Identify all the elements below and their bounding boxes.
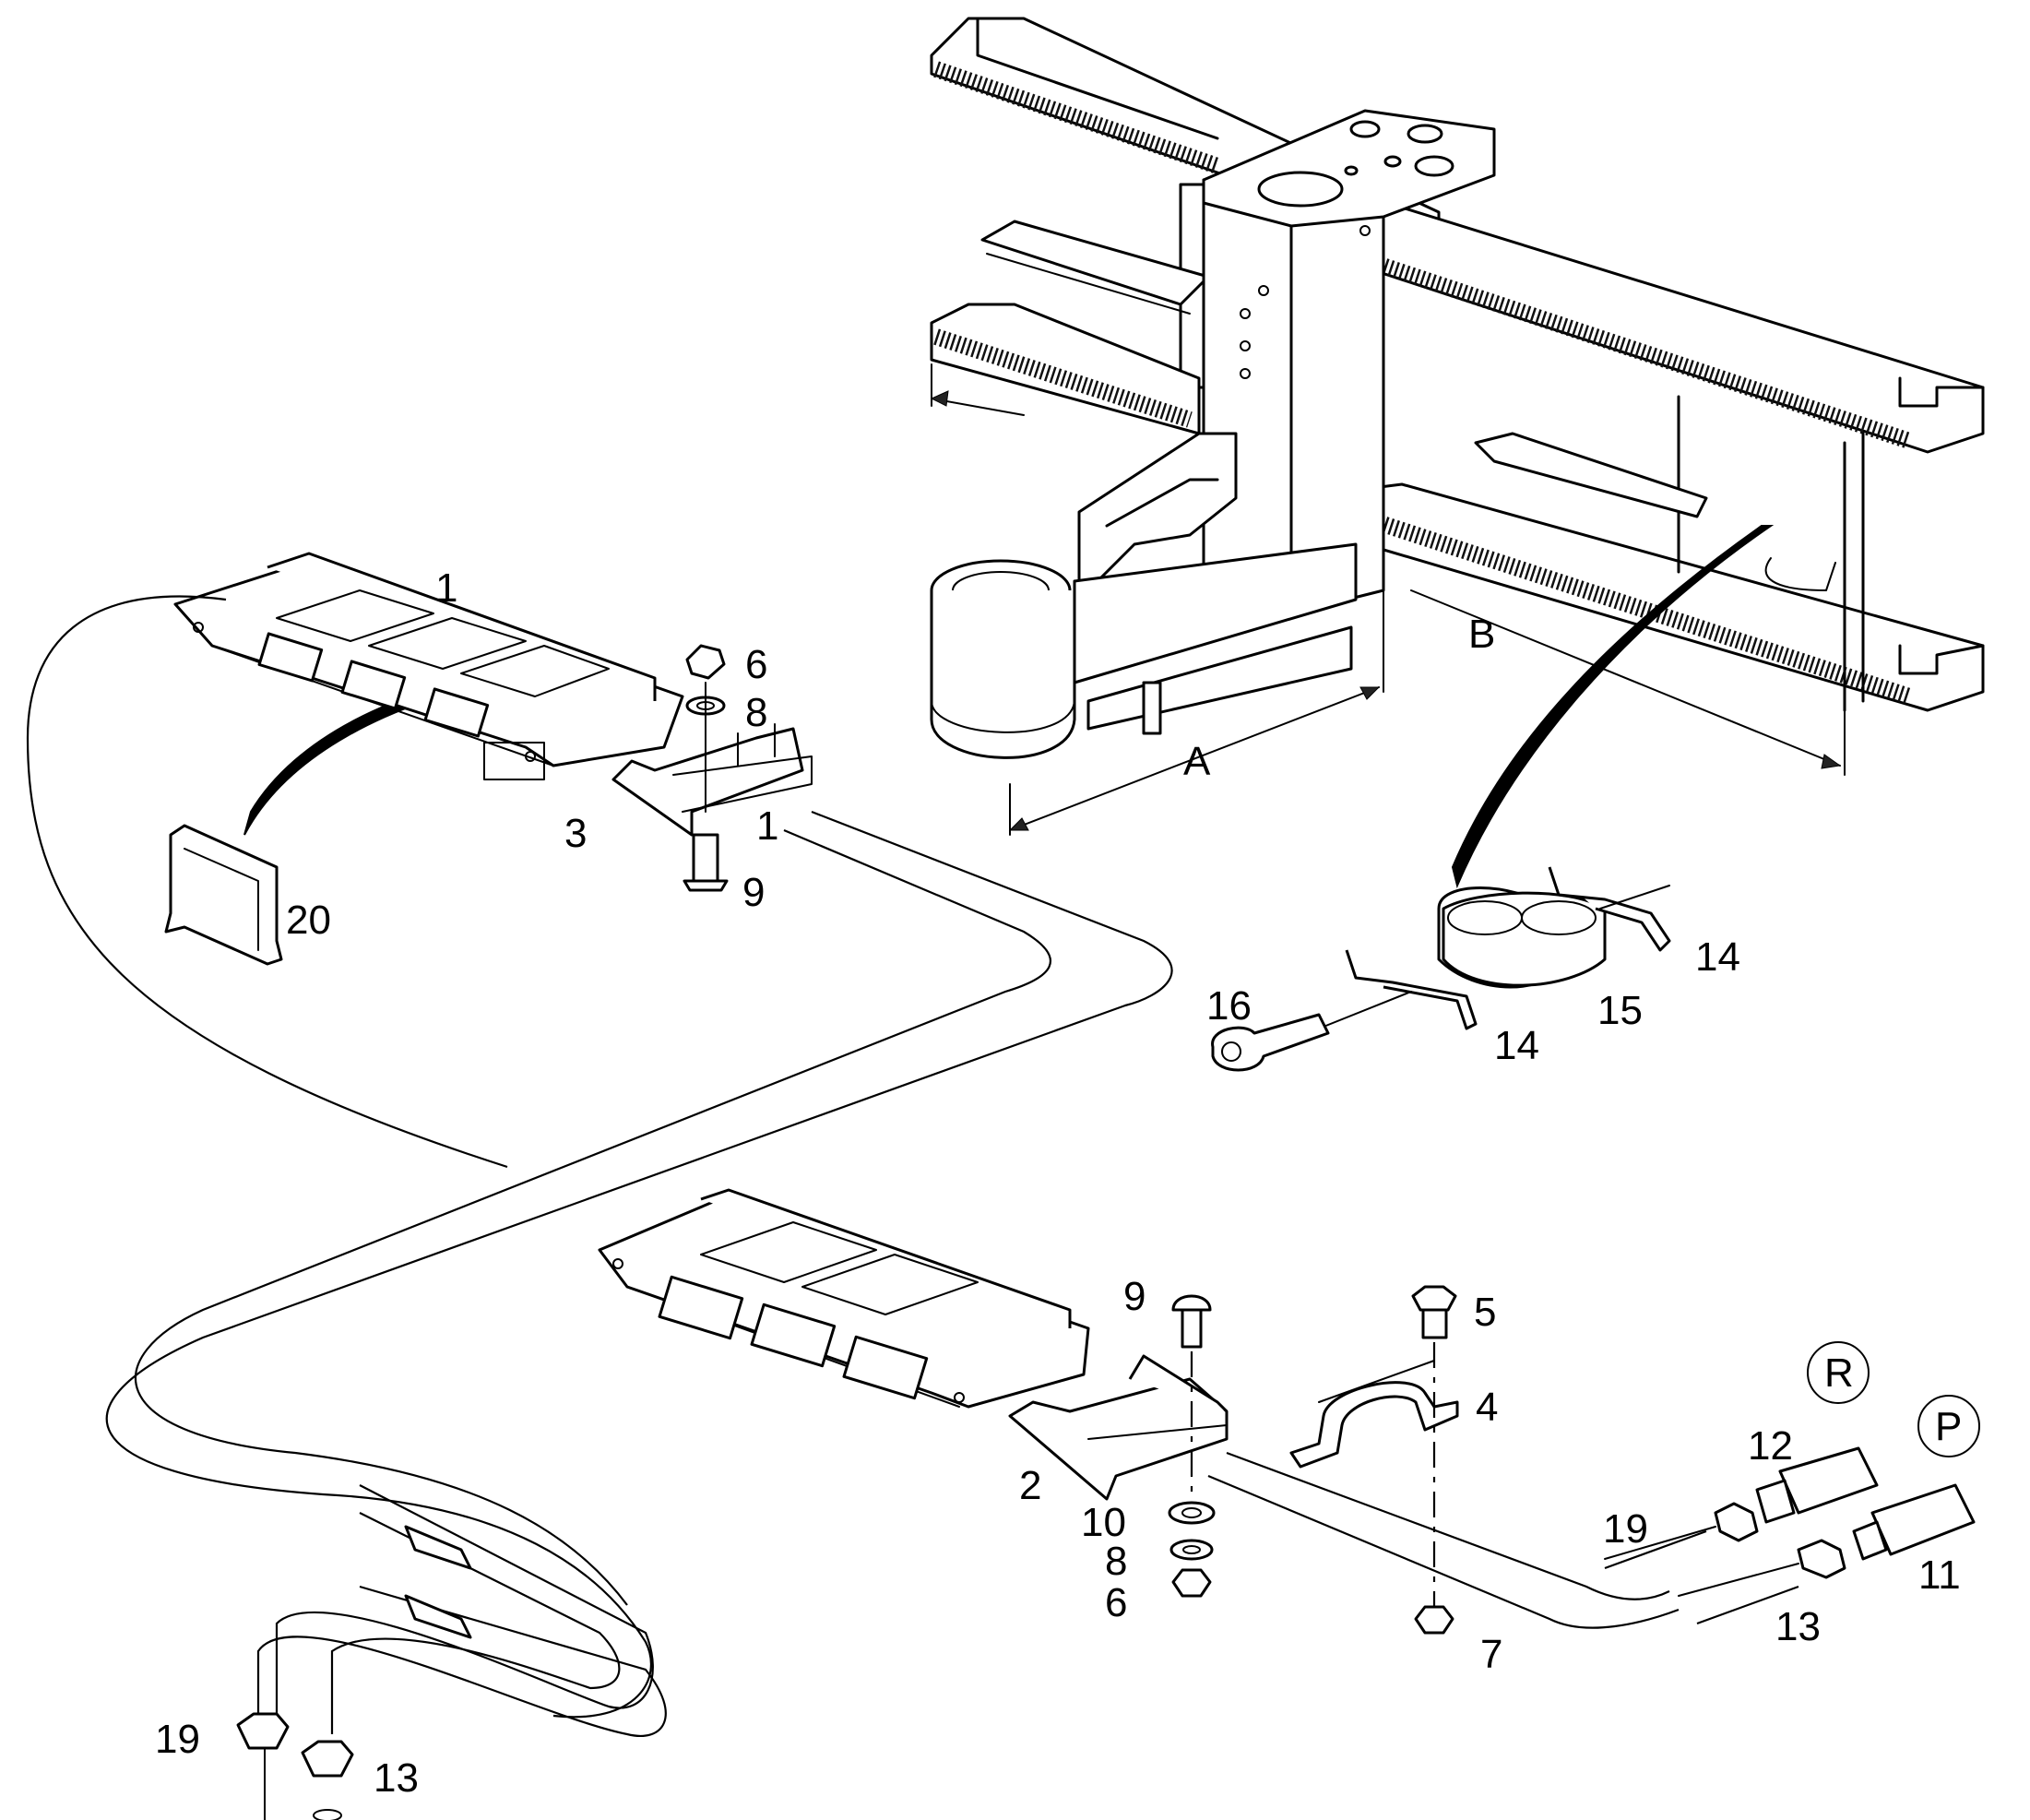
- port-p-label: P: [1935, 1404, 1962, 1449]
- label-16: 16: [1206, 983, 1252, 1029]
- label-19-right: 19: [1603, 1506, 1648, 1552]
- quick-coupling-fittings: [1604, 1341, 1980, 1597]
- callout-labels: 1 1 2 3 4 5 6 6 7 8 8 9 9 10 11 12 13 13…: [155, 565, 1962, 1801]
- label-19-bottom: 19: [155, 1717, 200, 1762]
- label-3: 3: [564, 811, 587, 856]
- label-8-lower: 8: [1105, 1539, 1127, 1584]
- label-15: 15: [1597, 988, 1643, 1033]
- label-14-lower: 14: [1494, 1023, 1539, 1068]
- dimension-b-label: B: [1468, 612, 1495, 657]
- lower-cable-chain: [598, 1188, 1090, 1409]
- upper-cable-chain: [173, 552, 684, 780]
- hose-routing: [26, 595, 1799, 1820]
- port-r-label: R: [1824, 1350, 1854, 1396]
- label-9-lower: 9: [1123, 1274, 1146, 1319]
- detail-arrow-right: [1451, 525, 1775, 889]
- label-1-upper: 1: [435, 565, 457, 611]
- dimension-a-label: A: [1183, 739, 1211, 784]
- label-20: 20: [286, 898, 331, 943]
- lower-bracket-assembly: [1008, 1294, 1229, 1598]
- label-13-right: 13: [1775, 1604, 1821, 1649]
- upper-bracket-assembly: [611, 644, 813, 892]
- hose-clamp-set: [1211, 866, 1671, 1072]
- label-8-upper: 8: [745, 690, 767, 735]
- label-6-upper: 6: [745, 642, 767, 687]
- label-2: 2: [1019, 1463, 1041, 1508]
- label-6-lower: 6: [1105, 1580, 1127, 1625]
- end-connector: [164, 824, 283, 966]
- label-12: 12: [1748, 1423, 1793, 1469]
- label-5: 5: [1474, 1290, 1496, 1335]
- saddle-clamp-assembly: [1289, 1285, 1459, 1635]
- label-11: 11: [1918, 1552, 1961, 1598]
- label-9-upper: 9: [742, 870, 765, 915]
- label-4: 4: [1476, 1385, 1498, 1430]
- label-10: 10: [1081, 1500, 1126, 1545]
- label-1-lower: 1: [756, 803, 778, 849]
- label-13-bottom: 13: [374, 1755, 419, 1801]
- carriage-assembly: [930, 17, 1985, 836]
- label-7: 7: [1480, 1632, 1502, 1677]
- label-14-right: 14: [1695, 934, 1740, 980]
